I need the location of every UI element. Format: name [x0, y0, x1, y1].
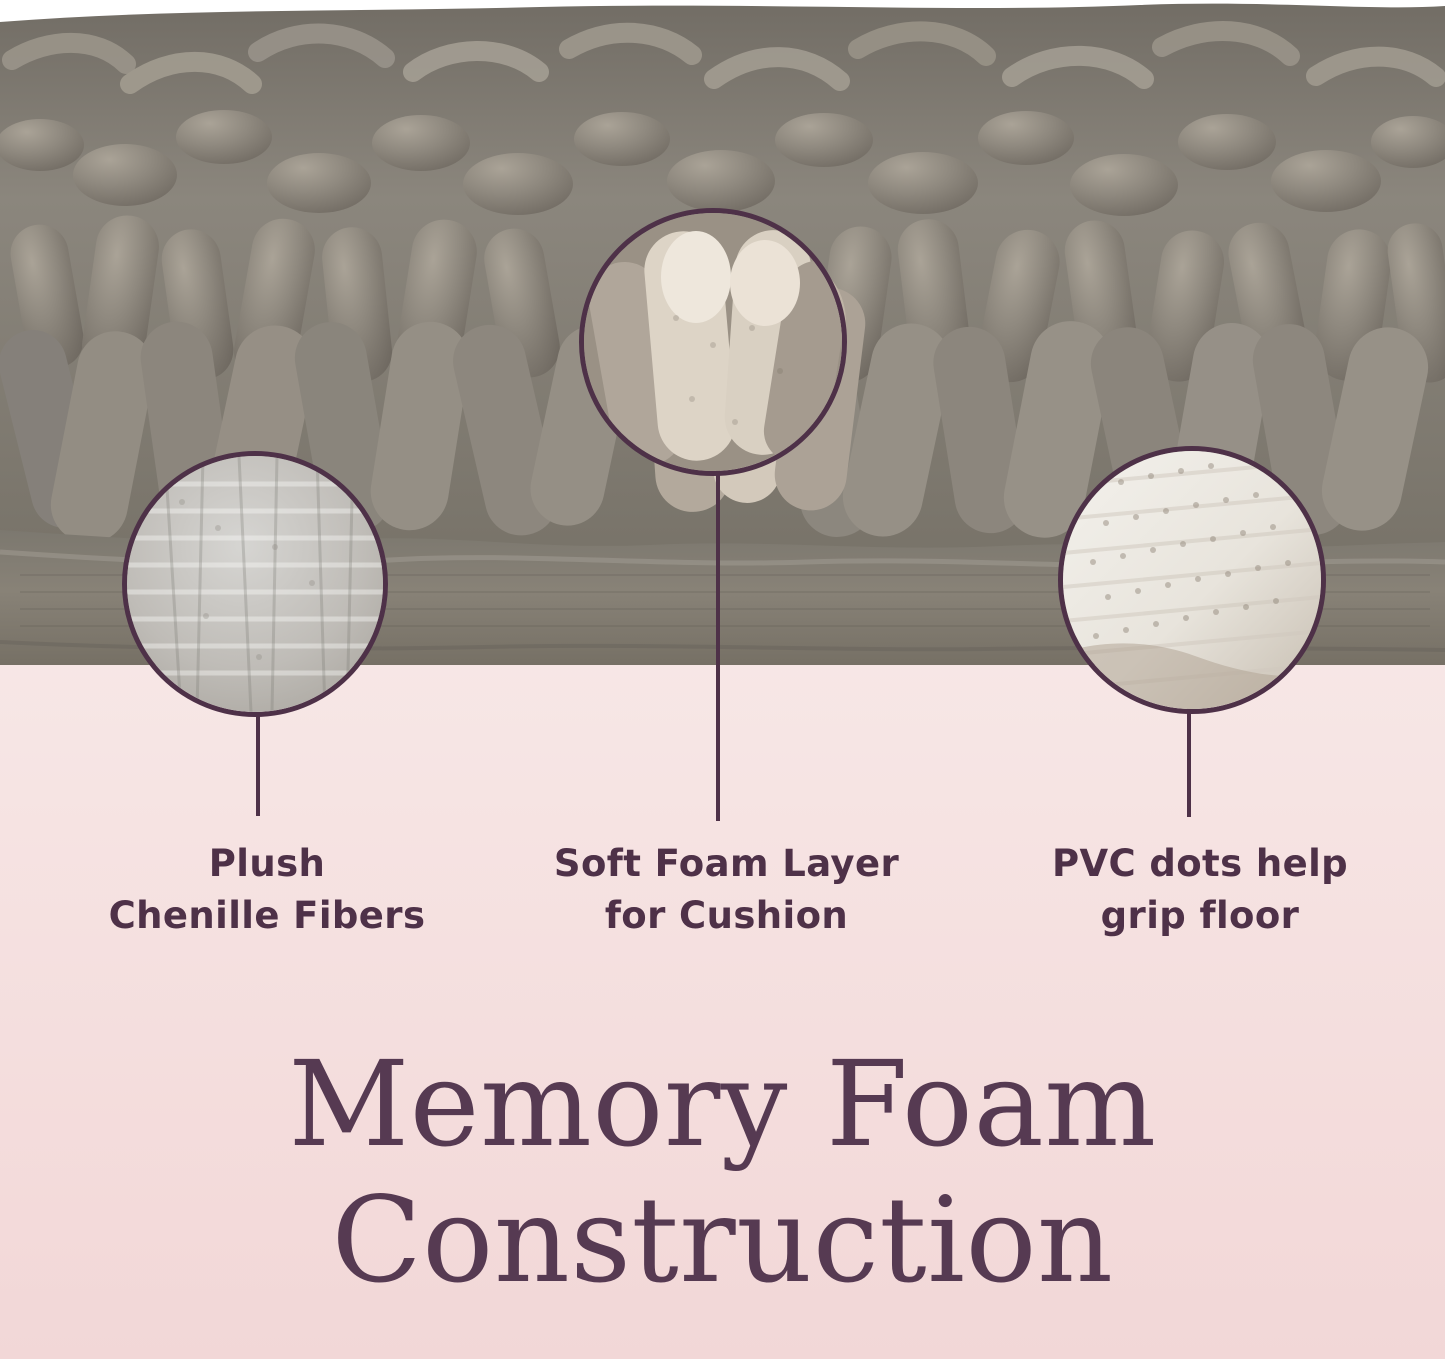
plush-chenille-fibers-line-2: Chenille Fibers: [108, 894, 426, 937]
headline-memory-foam: Memory Foam: [288, 1035, 1157, 1173]
pvc-dots-label: PVC dots help grip floor: [991, 838, 1409, 942]
pvc-dots-line-1: PVC dots help: [1051, 842, 1349, 885]
soft-foam-detail-icon: [579, 208, 847, 476]
pvc-dots-detail-icon: [1058, 446, 1326, 714]
pvc-dots-callout-line: [1187, 708, 1191, 817]
pvc-dots-line-2: grip floor: [1100, 894, 1300, 937]
soft-foam-layer-line-1: Soft Foam Layer: [553, 842, 900, 885]
chenille-fiber-detail-icon: [122, 451, 388, 717]
plush-chenille-fibers-line-1: Plush: [208, 842, 326, 885]
plush-fibers-callout-line: [256, 714, 260, 816]
soft-foam-callout-line: [716, 466, 720, 821]
plush-chenille-fibers-label: Plush Chenille Fibers: [52, 838, 482, 942]
headline-construction: Construction: [331, 1171, 1114, 1309]
soft-foam-layer-line-2: for Cushion: [604, 894, 849, 937]
soft-foam-layer-label: Soft Foam Layer for Cushion: [499, 838, 954, 942]
